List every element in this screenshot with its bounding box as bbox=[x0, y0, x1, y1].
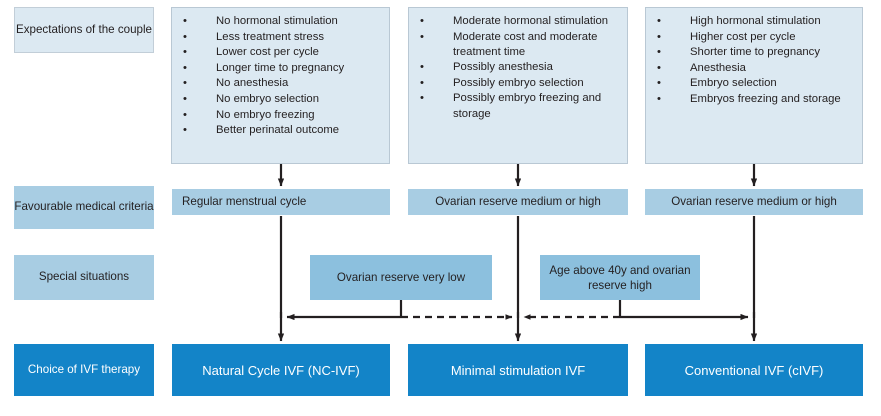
bullet-icon: • bbox=[183, 46, 187, 59]
expectations-list-conventional: •High hormonal stimulation •Higher cost … bbox=[646, 8, 862, 114]
list-item: •Higher cost per cycle bbox=[654, 30, 856, 45]
bullet-icon: • bbox=[420, 15, 424, 27]
bullet-icon: • bbox=[657, 61, 661, 74]
list-item: •No hormonal stimulation bbox=[180, 14, 383, 29]
therapy-box-minimal-stimulation: Minimal stimulation IVF bbox=[408, 344, 628, 396]
list-item: •High hormonal stimulation bbox=[654, 14, 856, 29]
bullet-icon: • bbox=[657, 15, 661, 27]
expectations-list-minimal-stimulation: •Moderate hormonal stimulation •Moderate… bbox=[409, 8, 627, 128]
list-item: •No embryo freezing bbox=[180, 108, 383, 123]
row-label-choice-of-therapy: Choice of IVF therapy bbox=[14, 344, 154, 396]
bullet-icon: • bbox=[183, 124, 187, 137]
list-item: •Anesthesia bbox=[654, 61, 856, 76]
bullet-icon: • bbox=[657, 77, 661, 90]
criteria-box-natural-cycle: Regular menstrual cycle bbox=[172, 189, 390, 215]
row-label-special-situations: Special situations bbox=[14, 255, 154, 300]
list-item: •No anesthesia bbox=[180, 76, 383, 91]
bullet-icon: • bbox=[657, 92, 661, 105]
list-item: •Moderate hormonal stimulation bbox=[417, 14, 621, 29]
expectations-box-natural-cycle: •No hormonal stimulation •Less treatment… bbox=[171, 7, 390, 164]
criteria-box-conventional: Ovarian reserve medium or high bbox=[645, 189, 863, 215]
bullet-icon: • bbox=[183, 30, 187, 43]
row-label-medical-criteria: Favourable medical criteria bbox=[14, 186, 154, 229]
list-item: •Possibly anesthesia bbox=[417, 60, 621, 75]
bullet-icon: • bbox=[183, 92, 187, 105]
list-item: •Better perinatal outcome bbox=[180, 123, 383, 138]
list-item: •Possibly embryo selection bbox=[417, 76, 621, 91]
list-item: •Lower cost per cycle bbox=[180, 45, 383, 60]
special-situation-age-above-40: Age above 40y and ovarian reserve high bbox=[540, 255, 700, 300]
criteria-box-minimal-stimulation: Ovarian reserve medium or high bbox=[408, 189, 628, 215]
list-item: •Embryo selection bbox=[654, 76, 856, 91]
bullet-icon: • bbox=[420, 30, 424, 43]
list-item: •Shorter time to pregnancy bbox=[654, 45, 856, 60]
list-item: •Less treatment stress bbox=[180, 30, 383, 45]
expectations-box-minimal-stimulation: •Moderate hormonal stimulation •Moderate… bbox=[408, 7, 628, 164]
bullet-icon: • bbox=[183, 108, 187, 121]
bullet-icon: • bbox=[183, 15, 187, 27]
expectations-box-conventional: •High hormonal stimulation •Higher cost … bbox=[645, 7, 863, 164]
bullet-icon: • bbox=[420, 76, 424, 89]
bullet-icon: • bbox=[420, 92, 424, 105]
list-item: •Moderate cost and moderate treatment ti… bbox=[420, 30, 598, 58]
bullet-icon: • bbox=[420, 61, 424, 74]
therapy-box-natural-cycle: Natural Cycle IVF (NC-IVF) bbox=[172, 344, 390, 396]
expectations-list-natural-cycle: •No hormonal stimulation •Less treatment… bbox=[172, 8, 389, 145]
bullet-icon: • bbox=[657, 30, 661, 43]
bullet-icon: • bbox=[183, 61, 187, 74]
list-item: •Possibly embryo freezing and storage bbox=[420, 92, 602, 120]
bullet-icon: • bbox=[183, 77, 187, 90]
list-item: •Longer time to pregnancy bbox=[180, 61, 383, 76]
special-situation-low-ovarian-reserve: Ovarian reserve very low bbox=[310, 255, 492, 300]
therapy-box-conventional: Conventional IVF (cIVF) bbox=[645, 344, 863, 396]
list-item: •Embryos freezing and storage bbox=[654, 92, 856, 107]
list-item: •No embryo selection bbox=[180, 92, 383, 107]
row-label-expectations: Expectations of the couple bbox=[14, 7, 154, 53]
bullet-icon: • bbox=[657, 46, 661, 59]
